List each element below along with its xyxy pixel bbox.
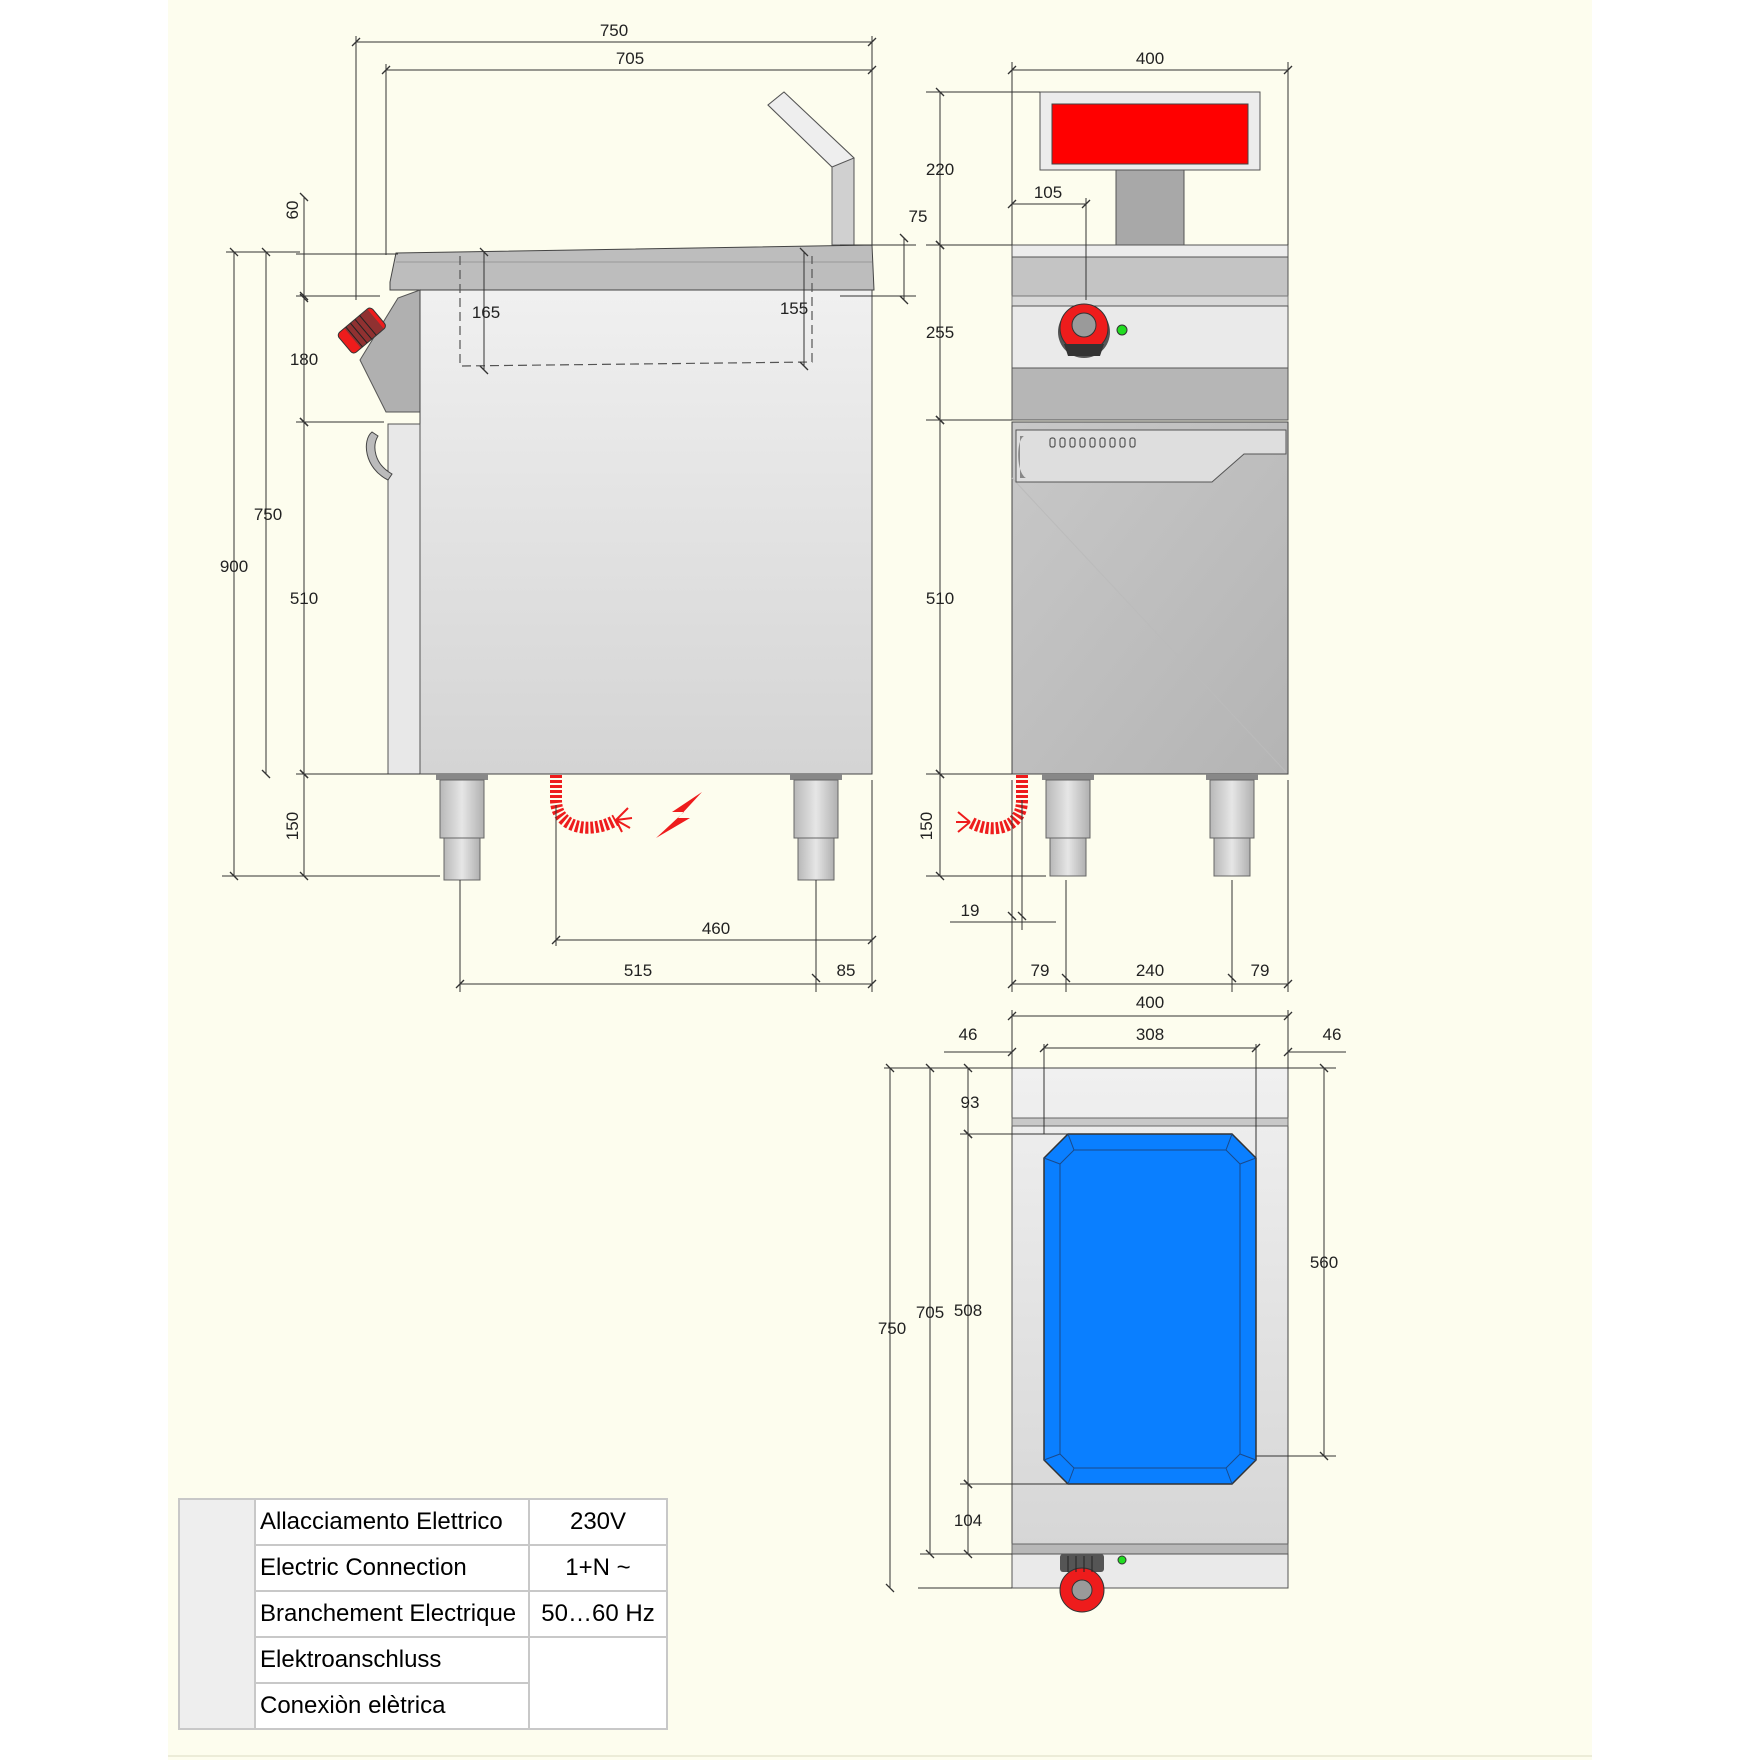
dim-tank-depth-rear: 155 [780, 299, 808, 318]
spec-value-voltage: 230V [528, 1498, 668, 1546]
front-view [956, 91, 1289, 877]
spec-row: Allacciamento Elettrico 230V [178, 1498, 668, 1730]
dim-rear-foot-offset: 85 [837, 961, 856, 980]
vent-slots [1049, 437, 1136, 448]
green-led-icon [1116, 324, 1128, 336]
spec-value-phase: 1+N ~ [528, 1544, 668, 1592]
side-view-dimensions: 750 705 75 60 180 510 150 750 900 165 15… [220, 21, 928, 992]
dim-rear-margin: 104 [954, 1511, 982, 1530]
front-legs [1042, 774, 1258, 877]
dim-total-depth: 750 [600, 21, 628, 40]
front-view-dimensions: 400 220 255 510 150 105 19 79 240 79 [917, 49, 1293, 992]
dim-foot-left: 79 [1031, 961, 1050, 980]
side-legs [436, 774, 842, 881]
rotary-knob-icon[interactable] [1058, 303, 1110, 358]
dim-basket-height: 220 [926, 160, 954, 179]
tank-outline-dashed [459, 256, 813, 367]
lightning-bolt-icon [656, 792, 702, 838]
dim-front-leg-height: 150 [917, 812, 936, 840]
side-view [337, 91, 875, 881]
dim-body-height: 750 [254, 505, 282, 524]
spec-row: Conexiòn elètrica [179, 1682, 667, 1730]
basket-column [1115, 169, 1185, 247]
electrical-spec-table: Allacciamento Elettrico 230V Electric Co… [178, 1498, 668, 1730]
spec-label: Elektroanschluss [254, 1636, 530, 1684]
dim-depth-top: 705 [616, 49, 644, 68]
heating-element [1051, 103, 1249, 165]
dim-cabinet-height: 510 [290, 589, 318, 608]
dim-tank-depth: 508 [954, 1301, 982, 1320]
dim-front-width: 400 [1136, 49, 1164, 68]
dim-top-depth-top: 705 [916, 1303, 944, 1322]
worktop-side [389, 244, 875, 291]
top-led [1117, 1555, 1127, 1565]
spec-value-frequency: 50…60 Hz [528, 1590, 668, 1638]
dim-front-cabinet-height: 510 [926, 589, 954, 608]
spec-label: Branchement Electrique [254, 1590, 530, 1638]
top-view-dimensions: 400 46 308 46 750 705 93 508 104 560 [878, 993, 1346, 1593]
dim-foot-spacing: 240 [1136, 961, 1164, 980]
dim-tank-outer-depth: 560 [1310, 1253, 1338, 1272]
dim-cable-offset: 460 [702, 919, 730, 938]
spec-blank-cell [178, 1498, 256, 1730]
dim-front-cable-offset: 19 [961, 901, 980, 920]
top-view [1011, 1067, 1289, 1613]
drawing-background [168, 0, 1592, 1760]
dim-total-height: 900 [220, 557, 248, 576]
dim-knob-offset: 105 [1034, 183, 1062, 202]
spec-row: Branchement Electrique 50…60 Hz [179, 1590, 668, 1638]
door-handle-side [365, 431, 393, 481]
front-control-panel [1011, 256, 1289, 304]
spec-label: Conexiòn elètrica [254, 1682, 530, 1730]
spec-row: Electric Connection 1+N ~ [179, 1544, 668, 1592]
dim-foot-right: 79 [1251, 961, 1270, 980]
dim-front-panel-height: 255 [926, 323, 954, 342]
side-knob[interactable] [337, 306, 387, 354]
spec-value-empty [528, 1636, 668, 1730]
dim-panel-height: 180 [290, 350, 318, 369]
cabinet-side [419, 289, 873, 775]
top-knob[interactable] [1059, 1554, 1105, 1613]
dim-step: 75 [909, 207, 928, 226]
spec-row: Elektroanschluss [179, 1636, 668, 1730]
dim-front-margin: 93 [961, 1093, 980, 1112]
dim-tank-depth-front: 165 [472, 303, 500, 322]
door-handle-front [1015, 429, 1287, 483]
dim-top-depth: 750 [878, 1319, 906, 1338]
spec-label: Electric Connection [254, 1544, 530, 1592]
spec-label: Allacciamento Elettrico [254, 1498, 530, 1546]
dim-margin-left: 46 [959, 1025, 978, 1044]
dim-tank-width: 308 [1136, 1025, 1164, 1044]
red-coiled-cable-icon [550, 775, 633, 834]
dim-leg-height: 150 [283, 812, 302, 840]
dim-splash-height: 60 [283, 201, 302, 220]
dim-feet-distance: 515 [624, 961, 652, 980]
dim-margin-right: 46 [1323, 1025, 1342, 1044]
door-side [387, 423, 421, 775]
dim-top-width: 400 [1136, 993, 1164, 1012]
